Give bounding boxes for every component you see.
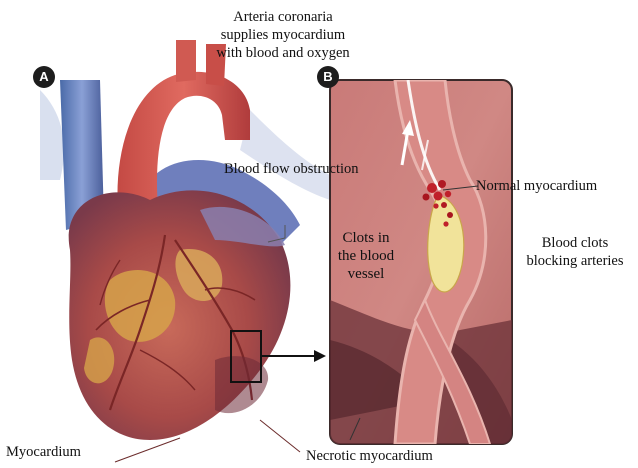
title-line-3: with blood and oxygen xyxy=(168,44,398,62)
myocardium-label: Myocardium xyxy=(6,443,81,461)
blood-flow-obstruction-label: Blood flow obstruction xyxy=(224,160,359,178)
panel-a-badge: A xyxy=(33,66,55,88)
clots-line-2: the blood xyxy=(328,247,404,265)
blocking-line-1: Blood clots xyxy=(512,234,638,252)
normal-myocardium-label: Normal myocardium xyxy=(476,177,597,195)
clots-line-3: vessel xyxy=(328,265,404,283)
necrotic-myocardium-label: Necrotic myocardium xyxy=(306,447,433,465)
panel-b-badge: B xyxy=(317,66,339,88)
title-label: Arteria coronaria supplies myocardium wi… xyxy=(168,8,398,62)
blocking-line-2: blocking arteries xyxy=(512,252,638,270)
clots-in-vessel-label: Clots in the blood vessel xyxy=(328,229,404,283)
blood-clots-blocking-label: Blood clots blocking arteries xyxy=(512,234,638,270)
title-line-1: Arteria coronaria xyxy=(168,8,398,26)
heart-drawing xyxy=(40,40,330,462)
clots-line-1: Clots in xyxy=(328,229,404,247)
title-line-2: supplies myocardium xyxy=(168,26,398,44)
